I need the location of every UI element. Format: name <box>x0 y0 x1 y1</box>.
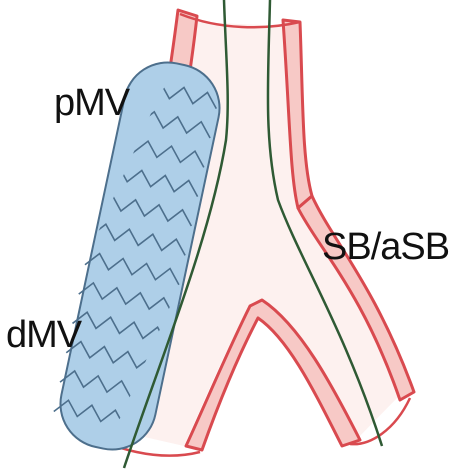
label-distal-main-vessel: dMV <box>6 316 81 354</box>
label-side-branch: SB/aSB <box>322 228 449 266</box>
label-proximal-main-vessel: pMV <box>54 84 129 122</box>
